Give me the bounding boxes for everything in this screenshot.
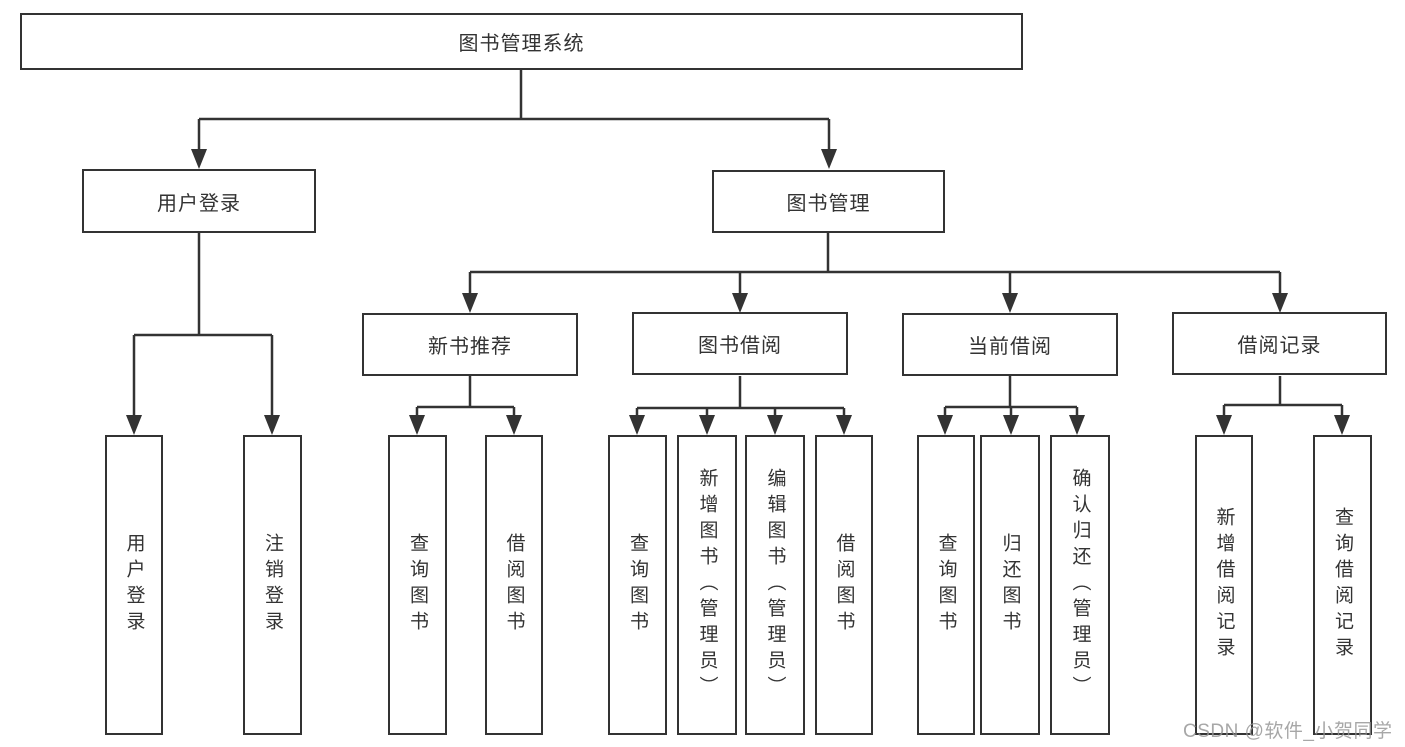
leaf-add-borrow-record: 新增借阅记录 [1195,435,1253,735]
arrowhead-icon [1272,293,1288,313]
node-label: 新增图书（管理员） [696,468,718,702]
arrowhead-icon [1216,415,1232,435]
node-new-book-recommend: 新书推荐 [362,313,578,376]
csdn-watermark: CSDN @软件_小贺同学 [1183,721,1393,742]
node-label: 查询图书 [935,533,957,637]
leaf-user-login: 用户登录 [105,435,163,735]
leaf-return-book: 归还图书 [980,435,1040,735]
leaf-edit-book-admin: 编辑图书（管理员） [745,435,805,735]
node-current-borrowing: 当前借阅 [902,313,1118,376]
arrowhead-icon [462,293,478,313]
node-label: 归还图书 [999,533,1021,637]
node-label: 用户登录 [157,192,241,215]
arrowhead-icon [1002,293,1018,313]
arrowhead-icon [767,415,783,435]
node-library-management-system: 图书管理系统 [20,13,1023,70]
node-book-management: 图书管理 [712,170,945,233]
leaf-borrow-books: 借阅图书 [815,435,873,735]
arrowhead-icon [629,415,645,435]
node-label: 确认归还（管理员） [1069,468,1091,702]
leaf-query-books-current: 查询图书 [917,435,975,735]
leaf-logout: 注销登录 [243,435,302,735]
node-label: 查询图书 [407,533,428,637]
node-label: 注销登录 [262,533,283,637]
arrowhead-icon [1069,415,1085,435]
leaf-confirm-return-admin: 确认归还（管理员） [1050,435,1110,735]
arrowhead-icon [937,415,953,435]
node-label: 借阅图书 [503,533,525,637]
node-borrowing-records: 借阅记录 [1172,312,1387,375]
arrowhead-icon [409,415,425,435]
node-book-borrowing: 图书借阅 [632,312,848,375]
arrowhead-icon [1003,415,1019,435]
arrowhead-icon [821,149,837,169]
arrowhead-icon [1334,415,1350,435]
node-label: 查询图书 [627,533,648,637]
arrowhead-icon [264,415,280,435]
node-label: 借阅图书 [833,533,855,637]
node-label: 图书管理 [786,193,871,215]
leaf-add-book-admin: 新增图书（管理员） [677,435,737,735]
leaf-query-books-recommend: 查询图书 [388,435,447,735]
node-user-login-group: 用户登录 [82,169,316,233]
node-label: 当前借阅 [968,336,1052,358]
node-label: 用户登录 [123,533,145,637]
arrowhead-icon [191,149,207,169]
connector-path [132,70,1344,418]
arrowhead-icon [732,293,748,313]
node-label: 编辑图书（管理员） [764,468,786,702]
arrowhead-icon [699,415,715,435]
leaf-query-books-borrowing: 查询图书 [608,435,667,735]
arrowhead-icon [506,415,522,435]
arrowhead-icon [836,415,852,435]
node-label: 图书借阅 [698,335,782,357]
node-label: 借阅记录 [1237,335,1322,357]
node-label: 图书管理系统 [458,33,585,55]
leaf-borrow-books-recommend: 借阅图书 [485,435,543,735]
arrowhead-icon [126,415,142,435]
node-label: 新书推荐 [428,336,512,358]
node-label: 查询借阅记录 [1332,507,1353,663]
leaf-query-borrow-record: 查询借阅记录 [1313,435,1372,735]
node-label: 新增借阅记录 [1213,507,1235,663]
